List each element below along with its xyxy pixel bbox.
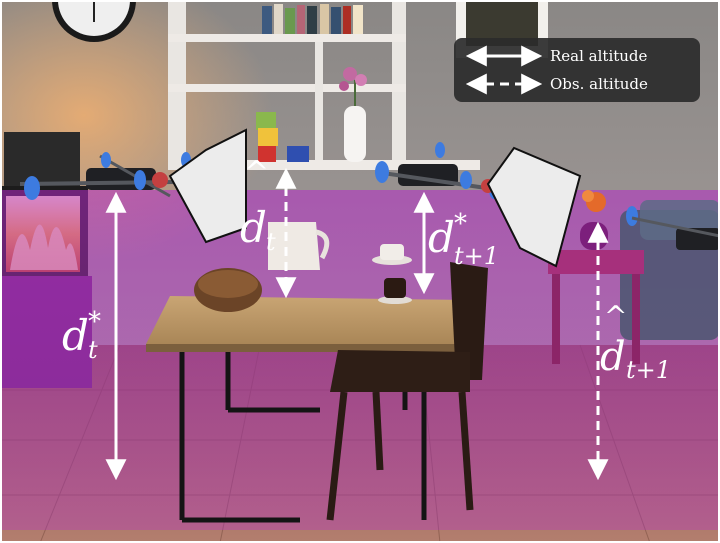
svg-text:d: d bbox=[600, 334, 626, 380]
label-real-altitude-t1: d * t+1 bbox=[428, 209, 499, 270]
label-real-altitude-t: d * t bbox=[62, 307, 101, 364]
wall-clock bbox=[52, 0, 136, 42]
legend-obs-label: Obs. altitude bbox=[550, 75, 648, 93]
svg-text:t+1: t+1 bbox=[454, 242, 499, 270]
label-obs-altitude-t1: ^ d t+1 bbox=[600, 300, 671, 384]
svg-text:*: * bbox=[88, 307, 101, 337]
bookshelf bbox=[168, 0, 480, 170]
svg-text:t: t bbox=[266, 228, 276, 256]
coffee-cup bbox=[372, 244, 412, 304]
bread-loaf bbox=[194, 268, 262, 312]
toy-blocks bbox=[256, 112, 309, 162]
drone-right-camera-frustum bbox=[486, 146, 582, 268]
books bbox=[262, 4, 363, 34]
legend: Real altitude Obs. altitude bbox=[454, 38, 700, 102]
svg-text:^: ^ bbox=[604, 300, 627, 333]
drone-left bbox=[19, 128, 247, 244]
svg-text:t: t bbox=[88, 336, 98, 364]
svg-text:*: * bbox=[454, 209, 467, 239]
svg-text:t+1: t+1 bbox=[626, 356, 671, 384]
svg-text:d: d bbox=[240, 203, 267, 252]
drone-edge bbox=[626, 206, 720, 250]
chair bbox=[326, 262, 488, 521]
drone-right bbox=[375, 142, 582, 268]
svg-text:d: d bbox=[62, 311, 89, 360]
svg-text:d: d bbox=[428, 213, 455, 262]
flower-vase bbox=[339, 67, 367, 162]
legend-real-label: Real altitude bbox=[550, 47, 648, 65]
drone-left-camera-frustum bbox=[168, 128, 247, 244]
label-obs-altitude-t: ^ d t bbox=[240, 155, 276, 256]
svg-text:^: ^ bbox=[244, 155, 269, 190]
